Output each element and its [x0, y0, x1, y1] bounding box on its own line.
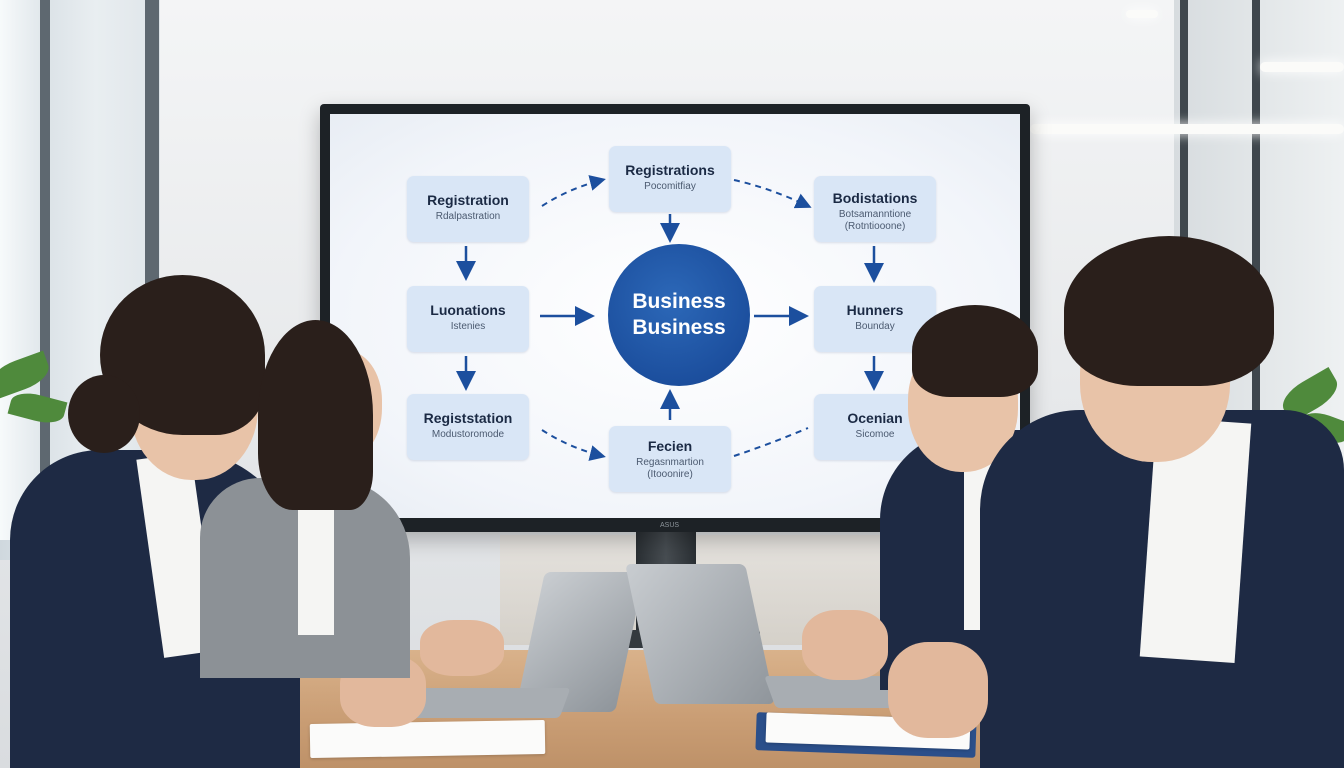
node-title: Fecien	[647, 438, 693, 454]
glass-frame	[1180, 0, 1188, 470]
node-title: Registration	[427, 192, 509, 208]
node-title: Hunners	[846, 302, 904, 318]
laptop-keyboard	[764, 676, 896, 708]
hands	[802, 610, 888, 680]
node-subtitle: Sicomoe	[855, 429, 895, 440]
hair	[1064, 236, 1274, 386]
node-subtitle: Istenies	[450, 321, 486, 332]
node-subtitle: Botsamanntione (Rotntiooone)	[838, 209, 912, 232]
diagram-node-top-center: Registrations Pocomitfiay	[609, 146, 731, 212]
diagram-node-top-left: Registration Rdalpastration	[407, 176, 529, 242]
diagram-node-bottom-left: Registstation Modustoromode	[407, 394, 529, 460]
hair	[258, 320, 373, 510]
dashed-arrow	[733, 179, 812, 209]
ceiling-light	[1030, 124, 1344, 134]
node-subtitle: Pocomitfiay	[644, 181, 696, 192]
node-subtitle: Modustoromode	[431, 429, 505, 440]
laptop-keyboard	[409, 688, 571, 718]
diagram-arrows	[456, 175, 884, 461]
hair-bun	[68, 375, 140, 453]
node-title: Bodistations	[832, 190, 918, 206]
shirt	[298, 505, 334, 635]
monitor-brand-logo: ASUS	[660, 522, 680, 529]
center-label-line2: Business	[632, 316, 726, 339]
window-glass	[0, 0, 45, 540]
diagram-node-top-right: Bodistations Botsamanntione (Rotntiooone…	[814, 176, 936, 242]
center-label-line1: Business	[632, 290, 726, 313]
glass-frame	[1252, 0, 1260, 470]
dashed-arrow	[541, 175, 606, 207]
ceiling-light	[1260, 62, 1344, 72]
node-subtitle: Rdalpastration	[435, 211, 501, 222]
presentation-monitor: Registration Rdalpastration Registration…	[320, 104, 1030, 532]
node-subtitle: Regasnmartion (Itooonire)	[636, 457, 704, 480]
dashed-arrow	[733, 427, 809, 457]
window-frame	[40, 0, 50, 560]
hands	[420, 620, 504, 676]
diagram-node-bottom-center: Fecien Regasnmartion (Itooonire)	[609, 426, 731, 492]
hands	[888, 642, 988, 738]
node-title: Registstation	[423, 410, 513, 426]
node-subtitle: Bounday	[855, 321, 895, 332]
diagram-center-node: Business Business	[608, 244, 750, 386]
dashed-arrow	[541, 429, 606, 461]
document-paper	[309, 719, 546, 759]
hair	[912, 305, 1038, 397]
node-title: Luonations	[430, 302, 506, 318]
node-title: Registrations	[625, 162, 715, 178]
monitor-screen: Registration Rdalpastration Registration…	[330, 114, 1020, 518]
ceiling-light	[1126, 10, 1158, 18]
diagram-node-mid-left: Luonations Istenies	[407, 286, 529, 352]
node-title: Ocenian	[847, 410, 903, 426]
